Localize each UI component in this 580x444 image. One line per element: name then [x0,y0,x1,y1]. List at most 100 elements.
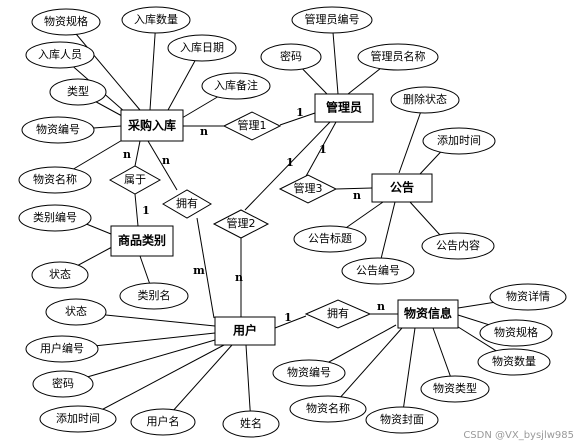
attr-user-id-label: 用户编号 [40,341,84,355]
rel-belong [108,165,162,195]
rel-manage2 [212,209,270,239]
rel-own2-label: 拥有 [327,306,349,320]
attr-user-realname-label: 姓名 [240,416,262,430]
attr-notice-id-label: 公告编号 [356,263,400,277]
attr-category-id-label: 类别编号 [33,210,77,224]
attr-user-status-label: 状态 [65,304,87,318]
attr-notice-title [293,225,367,253]
rel-own1-label: 拥有 [176,196,198,210]
attr-admin-name-label: 管理员名称 [371,49,426,63]
attr-admin-id-label: 管理员编号 [305,12,360,26]
attr-purchase-type-label: 类型 [67,84,89,98]
attr-goods-cover-label: 物资封面 [380,412,424,426]
attr-purchase-goods-id-label: 物资编号 [36,122,80,136]
attr-purchase-type [49,78,107,106]
attr-goods-detail-label: 物资详情 [506,289,550,303]
entity-goods-label: 物资信息 [404,306,452,321]
attr-goods-cover [365,406,439,434]
card-admin-manage1: 1 [296,106,304,119]
attr-goods-name [289,395,367,423]
attr-goods-id-label: 物资编号 [287,365,331,379]
attr-admin-name [357,43,439,71]
rel-own2 [304,299,372,329]
attr-notice-delete-status [390,86,460,114]
attr-user-status [45,298,107,326]
attr-category-id [18,204,92,232]
attr-purchase-goods-id [21,116,95,144]
entity-user-label: 用户 [232,323,257,338]
attr-admin-password-label: 密码 [280,49,302,63]
rel-manage3-label: 管理3 [294,181,323,195]
attr-goods-qty [477,348,551,376]
attr-notice-content [421,232,495,260]
attr-goods-spec-label: 物资规格 [494,325,538,339]
attr-goods-type-label: 物资类型 [433,381,477,395]
rel-manage1 [222,111,282,141]
entity-notice [371,173,433,203]
attr-user-username-label: 用户名 [147,414,180,428]
entity-category-label: 商品类别 [118,233,166,248]
attr-notice-delete-status-label: 删除状态 [403,92,447,106]
attr-user-realname [222,410,280,438]
attr-purchase-qty [121,6,191,34]
watermark: CSDN @VX_bysjlw985 [463,430,574,441]
entity-notice-label: 公告 [390,180,414,195]
rel-manage3 [278,174,338,204]
attr-purchase-remark [201,72,271,100]
attr-user-id [25,335,99,363]
attr-purchase-staff [25,41,95,69]
attr-user-add-time [39,405,117,433]
attr-goods-id [272,359,346,387]
card-user-manage2: n [235,271,243,284]
card-goods-own2: n [377,300,385,313]
attr-notice-add-time-label: 添加时间 [437,133,481,147]
attr-admin-id [291,6,373,34]
attr-purchase-goods-name-label: 物资名称 [33,172,77,186]
rel-belong-label: 属于 [124,173,146,186]
attr-purchase-date-label: 入库日期 [180,41,224,54]
attr-purchase-qty-label: 入库数量 [134,13,178,26]
attr-category-name [119,282,189,310]
entity-admin-label: 管理员 [326,100,362,115]
card-category-belong: 1 [142,204,150,217]
card-purchase-manage1: n [200,125,208,138]
attr-user-add-time-label: 添加时间 [56,411,100,425]
attr-notice-content-label: 公告内容 [436,238,480,252]
attr-purchase-goods-name [18,166,92,194]
entity-purchase [120,109,184,142]
attr-purchase-date [167,34,237,62]
card-notice-manage3: n [353,189,361,202]
attr-goods-name-label: 物资名称 [306,401,350,415]
entity-admin [314,93,374,123]
attr-purchase-spec-label: 物资规格 [44,14,88,28]
attr-goods-detail [489,283,567,311]
attr-notice-id [341,257,415,285]
card-admin-manage3: 1 [319,143,327,156]
attr-category-name-label: 类别名 [138,288,171,302]
entity-goods [397,299,459,329]
card-user-own1: m [193,264,205,277]
attr-notice-title-label: 公告标题 [308,231,352,245]
entity-user [214,316,276,346]
attr-user-password-label: 密码 [52,376,74,390]
attr-goods-spec [479,319,553,347]
entity-purchase-label: 采购入库 [127,118,176,133]
attr-goods-type [420,375,490,403]
card-user-own2: 1 [284,311,292,324]
attr-user-password [32,370,94,398]
rel-manage1-label: 管理1 [238,118,267,132]
attr-category-status [31,261,89,289]
rel-own1 [162,189,212,219]
card-purchase-own1: n [162,154,170,167]
attr-category-status-label: 状态 [49,267,71,281]
card-purchase-belong: n [123,148,131,161]
entity-category [110,225,174,257]
attr-purchase-staff-label: 入库人员 [38,48,82,61]
attr-purchase-spec [31,8,101,36]
attr-goods-qty-label: 物资数量 [492,354,536,368]
attr-user-username [130,408,196,436]
card-admin-manage2: 1 [286,156,294,169]
rel-manage2-label: 管理2 [227,216,256,230]
attr-purchase-remark-label: 入库备注 [214,78,258,92]
